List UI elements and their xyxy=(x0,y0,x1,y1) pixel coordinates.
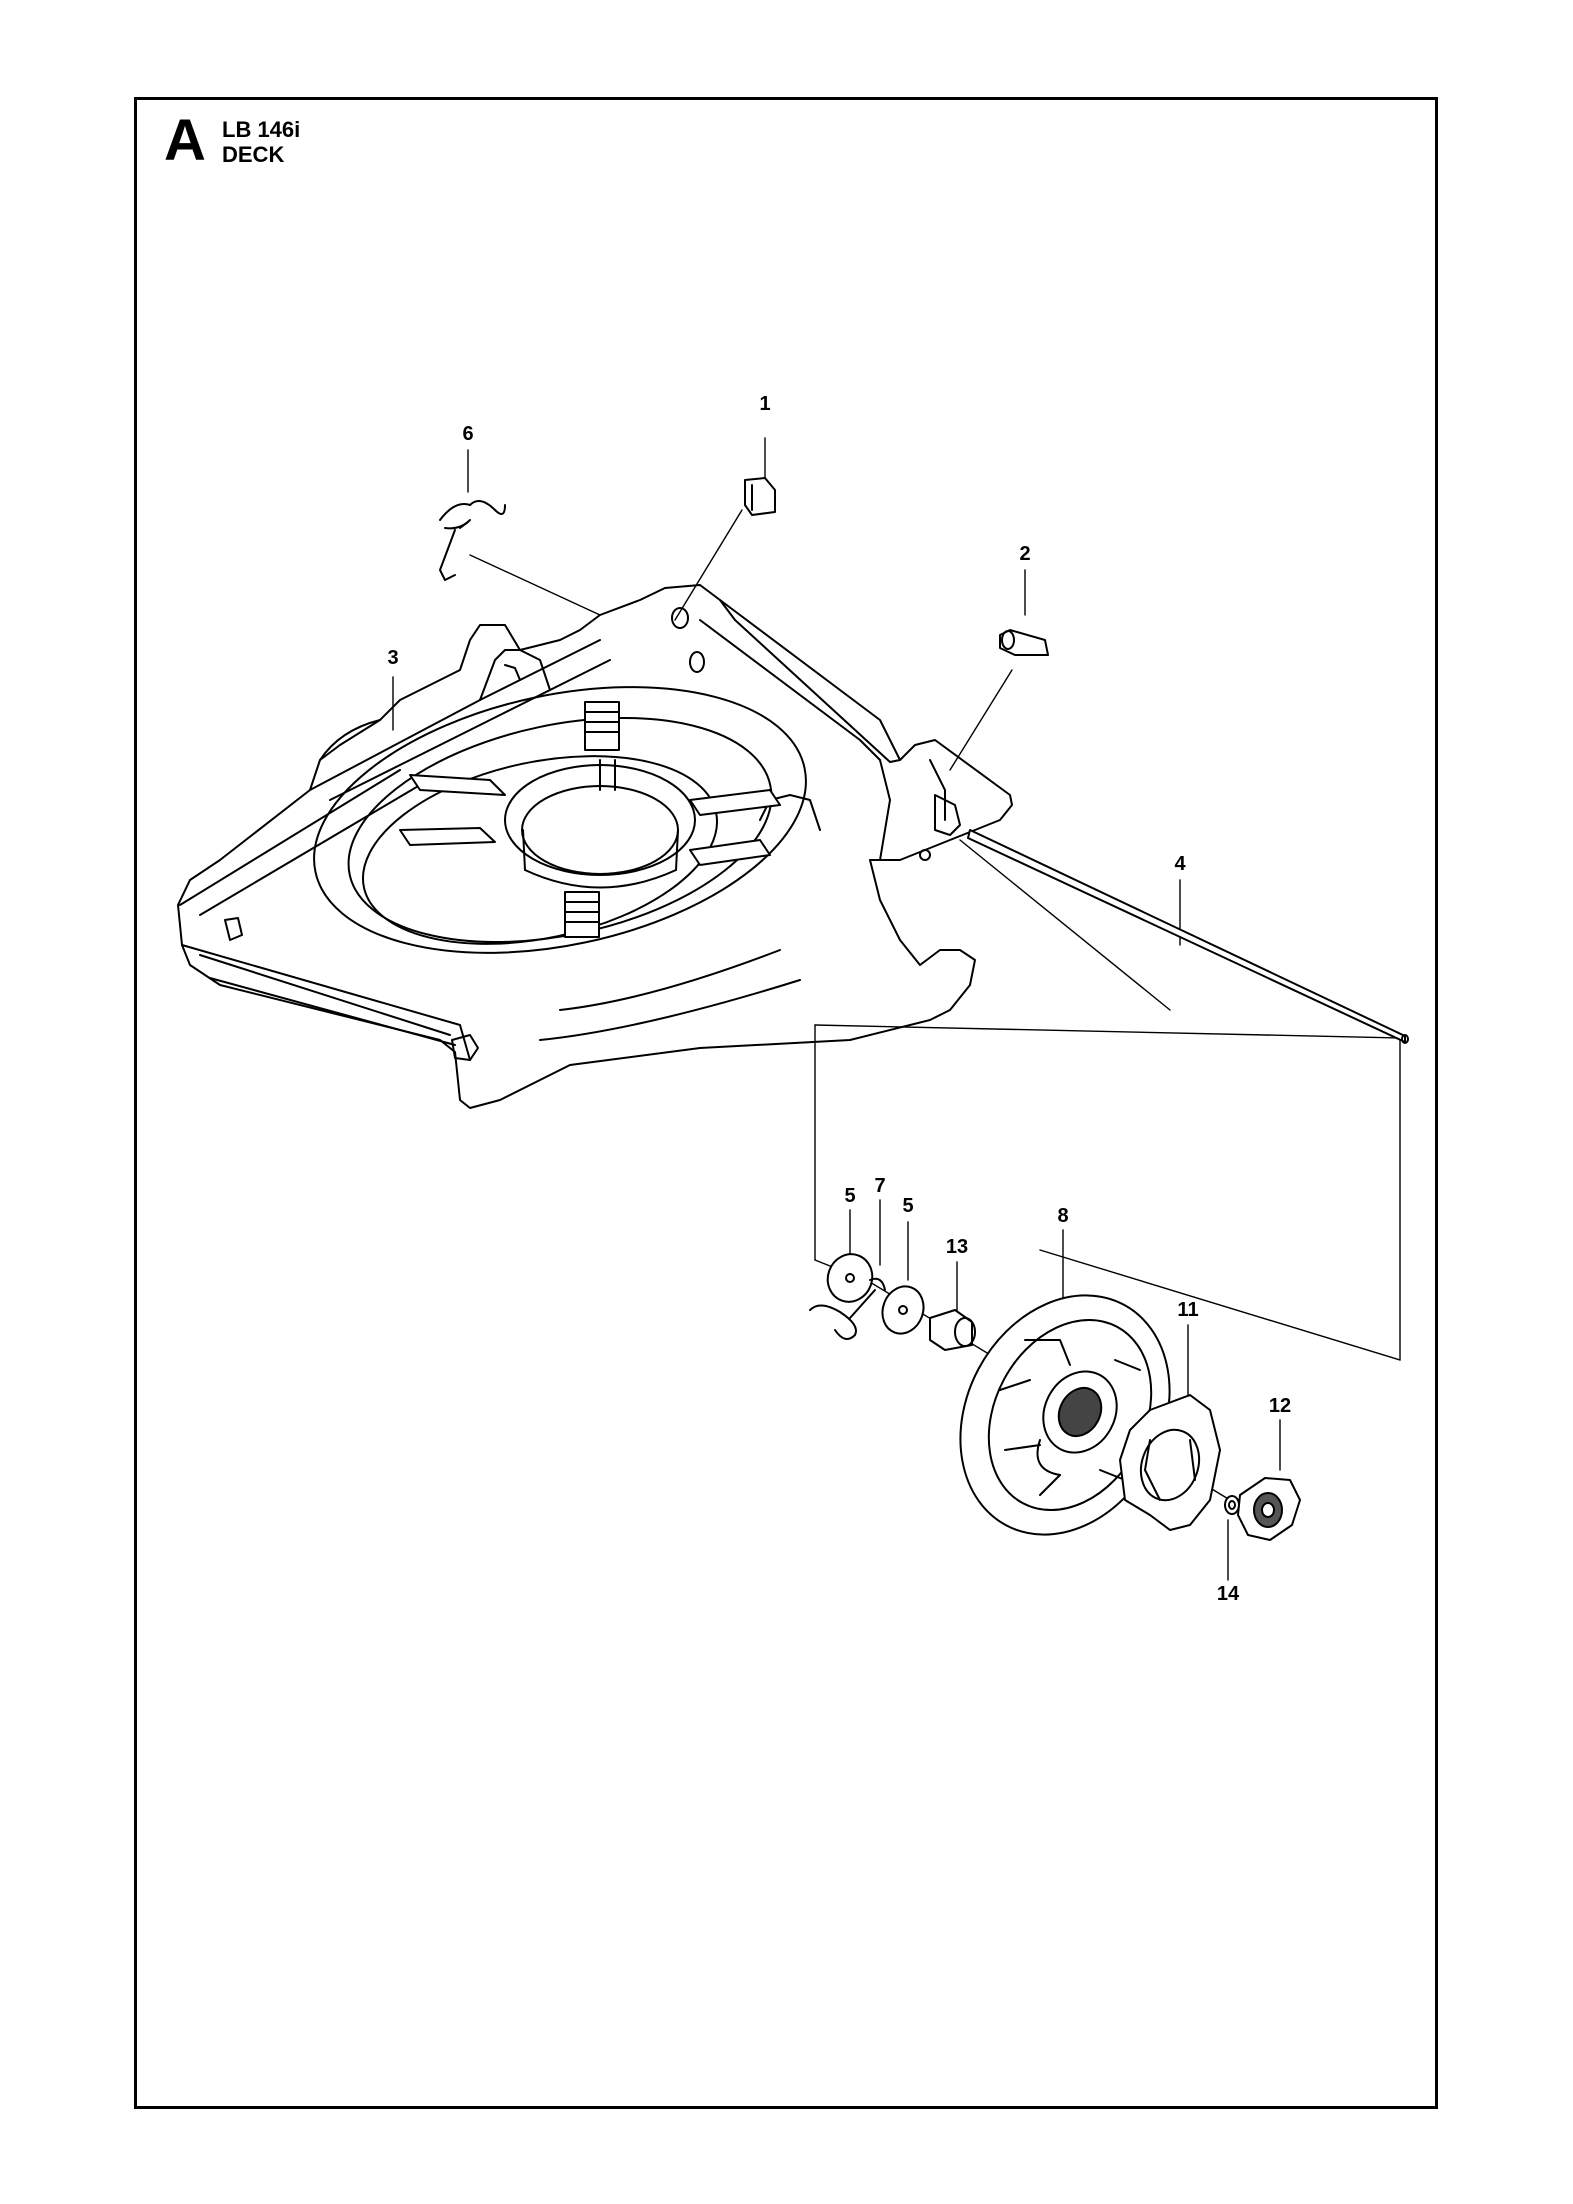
spring-part-6 xyxy=(439,500,506,581)
axle-rod-part-4 xyxy=(967,829,1409,1044)
callout-12: 12 xyxy=(1269,1395,1291,1417)
washer-part-5a xyxy=(826,1253,874,1303)
callout-8: 8 xyxy=(1057,1205,1068,1227)
torsion-spring-part-7 xyxy=(809,1277,886,1340)
callout-4: 4 xyxy=(1174,853,1186,875)
drawing-frame xyxy=(134,97,1438,2109)
callout-11: 11 xyxy=(1177,1299,1198,1321)
hub-cover-part-11 xyxy=(1119,1394,1221,1531)
section-letter: A xyxy=(164,108,206,173)
clip-part-2 xyxy=(999,629,1049,656)
washer-part-5b xyxy=(881,1285,925,1335)
mower-deck xyxy=(177,584,1013,1109)
circlip-part-14 xyxy=(1224,1495,1240,1515)
clip-part-1 xyxy=(744,477,776,516)
hub-cap-part-12 xyxy=(1237,1477,1301,1541)
callout-6: 6 xyxy=(462,423,473,445)
bushing-part-13 xyxy=(929,1309,976,1351)
callout-3: 3 xyxy=(387,647,398,669)
assembly-name: DECK xyxy=(222,142,285,167)
callout-5a: 5 xyxy=(844,1185,855,1207)
callout-2: 2 xyxy=(1019,543,1030,565)
callout-5b: 5 xyxy=(902,1195,913,1217)
callout-14: 14 xyxy=(1217,1583,1240,1605)
wheel-part-8 xyxy=(959,1294,1171,1536)
callout-1: 1 xyxy=(759,393,770,415)
callout-7: 7 xyxy=(874,1175,885,1197)
leader-lines xyxy=(392,437,1401,1581)
callout-13: 13 xyxy=(946,1236,968,1258)
callout-labels: 1 2 3 4 5 5 6 7 8 11 12 13 14 xyxy=(387,393,1291,1605)
title-block: LB 146i DECK xyxy=(222,117,300,167)
model-name: LB 146i xyxy=(222,117,301,142)
